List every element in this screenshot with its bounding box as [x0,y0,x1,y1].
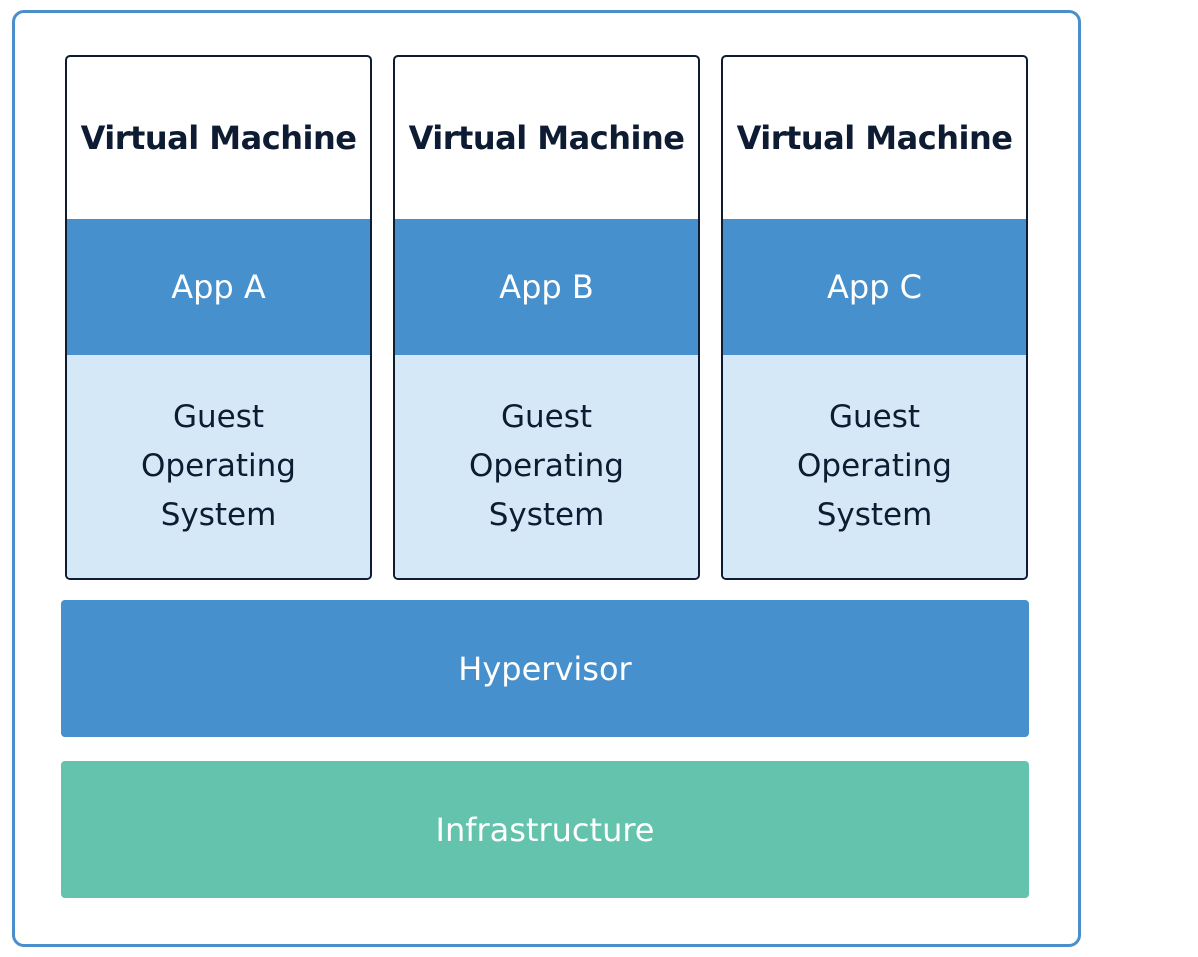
guest-os-line: Guest [172,399,265,435]
virtual-machine-b: Virtual Machine App B Guest Operating Sy… [393,55,700,580]
vm-title: Virtual Machine [736,119,1013,157]
guest-os-block: Guest Operating System [395,355,698,578]
hypervisor-layer: Hypervisor [61,600,1029,737]
vm-title: Virtual Machine [408,119,685,157]
app-block: App B [395,219,698,355]
guest-os-line: Operating [797,448,952,484]
vm-title: Virtual Machine [80,119,357,157]
guest-os-block: Guest Operating System [67,355,370,578]
virtual-machine-c: Virtual Machine App C Guest Operating Sy… [721,55,1028,580]
guest-os-line: Operating [141,448,296,484]
app-block: App A [67,219,370,355]
guest-os-line: System [488,497,605,533]
guest-os-line: System [160,497,277,533]
infrastructure-layer: Infrastructure [61,761,1029,898]
guest-os-line: Operating [469,448,624,484]
guest-os-line: Guest [500,399,593,435]
guest-os-block: Guest Operating System [723,355,1026,578]
app-block: App C [723,219,1026,355]
virtual-machine-a: Virtual Machine App A Guest Operating Sy… [65,55,372,580]
guest-os-line: Guest [828,399,921,435]
guest-os-line: System [816,497,933,533]
